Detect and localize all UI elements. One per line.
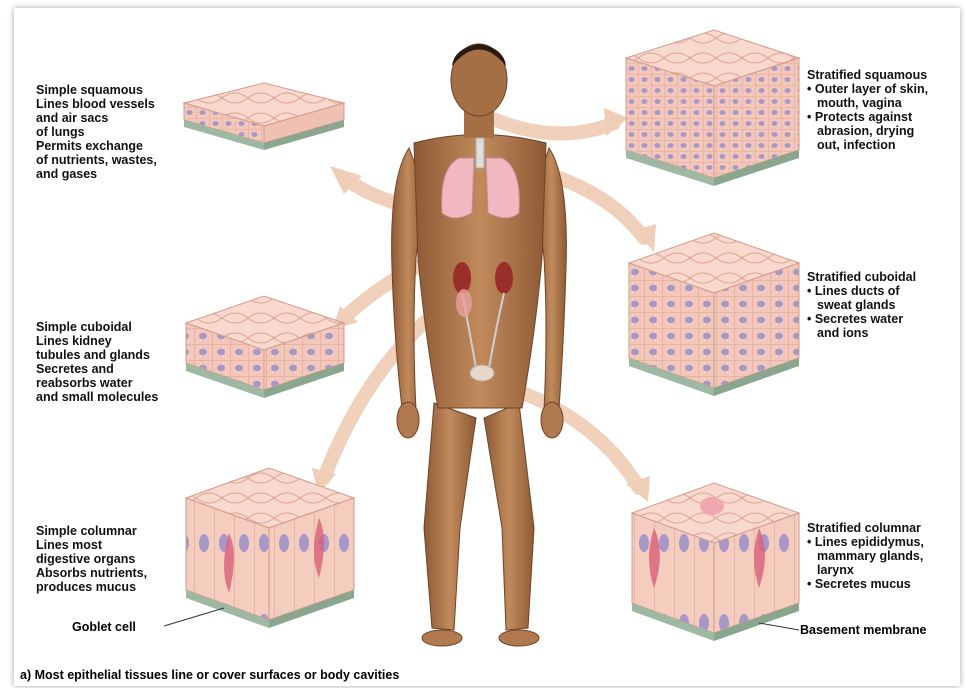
tissue-stratified-squamous xyxy=(626,30,799,186)
tissue-stratified-cuboidal xyxy=(629,233,799,396)
kidneys xyxy=(453,262,471,294)
label-stratified-columnar: Stratified columnar • Lines epididymus, … xyxy=(807,521,924,591)
label-line: tubules and glands xyxy=(36,348,158,362)
label-line: out, infection xyxy=(807,138,928,152)
figure-caption: a) Most epithelial tissues line or cover… xyxy=(20,668,399,682)
label-line: reabsorbs water xyxy=(36,376,158,390)
label-line: and air sacs xyxy=(36,111,157,125)
label-line: of nutrients, wastes, xyxy=(36,153,157,167)
label-line: and small molecules xyxy=(36,390,158,404)
label-stratified-squamous: Stratified squamous • Outer layer of ski… xyxy=(807,68,928,152)
label-line: Lines kidney xyxy=(36,334,158,348)
label-line: digestive organs xyxy=(36,552,147,566)
tissue-stratified-columnar xyxy=(632,483,799,641)
label-line: abrasion, drying xyxy=(807,124,928,138)
label-simple-squamous: Simple squamous Lines blood vessels and … xyxy=(36,83,157,181)
label-line: • Outer layer of skin, xyxy=(807,82,928,96)
label-simple-columnar: Simple columnar Lines most digestive org… xyxy=(36,524,147,594)
label-line: Secretes and xyxy=(36,362,158,376)
label-line: • Lines epididymus, xyxy=(807,535,924,549)
label-line: • Lines ducts of xyxy=(807,284,916,298)
label-line: sweat glands xyxy=(807,298,916,312)
label-title: Stratified columnar xyxy=(807,521,924,535)
label-title: Simple columnar xyxy=(36,524,147,538)
figure-frame: Simple squamous Lines blood vessels and … xyxy=(14,8,960,686)
label-title: Stratified squamous xyxy=(807,68,928,82)
label-simple-cuboidal: Simple cuboidal Lines kidney tubules and… xyxy=(36,320,158,404)
arrow-to-stratified-squamous xyxy=(479,113,614,133)
label-line: Absorbs nutrients, xyxy=(36,566,147,580)
label-line: Lines blood vessels xyxy=(36,97,157,111)
label-line: larynx xyxy=(807,563,924,577)
tissue-simple-squamous xyxy=(184,83,344,150)
label-line: and ions xyxy=(807,326,916,340)
tissue-simple-cuboidal xyxy=(186,296,344,398)
label-line: • Protects against xyxy=(807,110,928,124)
callout-basement-membrane: Basement membrane xyxy=(800,623,926,637)
arrow-to-stratified-cuboidal xyxy=(559,178,644,238)
label-stratified-cuboidal: Stratified cuboidal • Lines ducts of swe… xyxy=(807,270,916,340)
label-title: Stratified cuboidal xyxy=(807,270,916,284)
label-line: and gases xyxy=(36,167,157,181)
label-line: Lines most xyxy=(36,538,147,552)
label-line: Permits exchange xyxy=(36,139,157,153)
label-line: mouth, vagina xyxy=(807,96,928,110)
label-line: of lungs xyxy=(36,125,157,139)
tissue-simple-columnar xyxy=(164,468,354,628)
label-title: Simple cuboidal xyxy=(36,320,158,334)
label-line: mammary glands, xyxy=(807,549,924,563)
arrowhead-stratified-squamous xyxy=(604,108,628,136)
label-title: Simple squamous xyxy=(36,83,157,97)
label-line: produces mucus xyxy=(36,580,147,594)
label-line: • Secretes mucus xyxy=(807,577,924,591)
callout-goblet-cell: Goblet cell xyxy=(72,620,136,634)
label-line: • Secretes water xyxy=(807,312,916,326)
